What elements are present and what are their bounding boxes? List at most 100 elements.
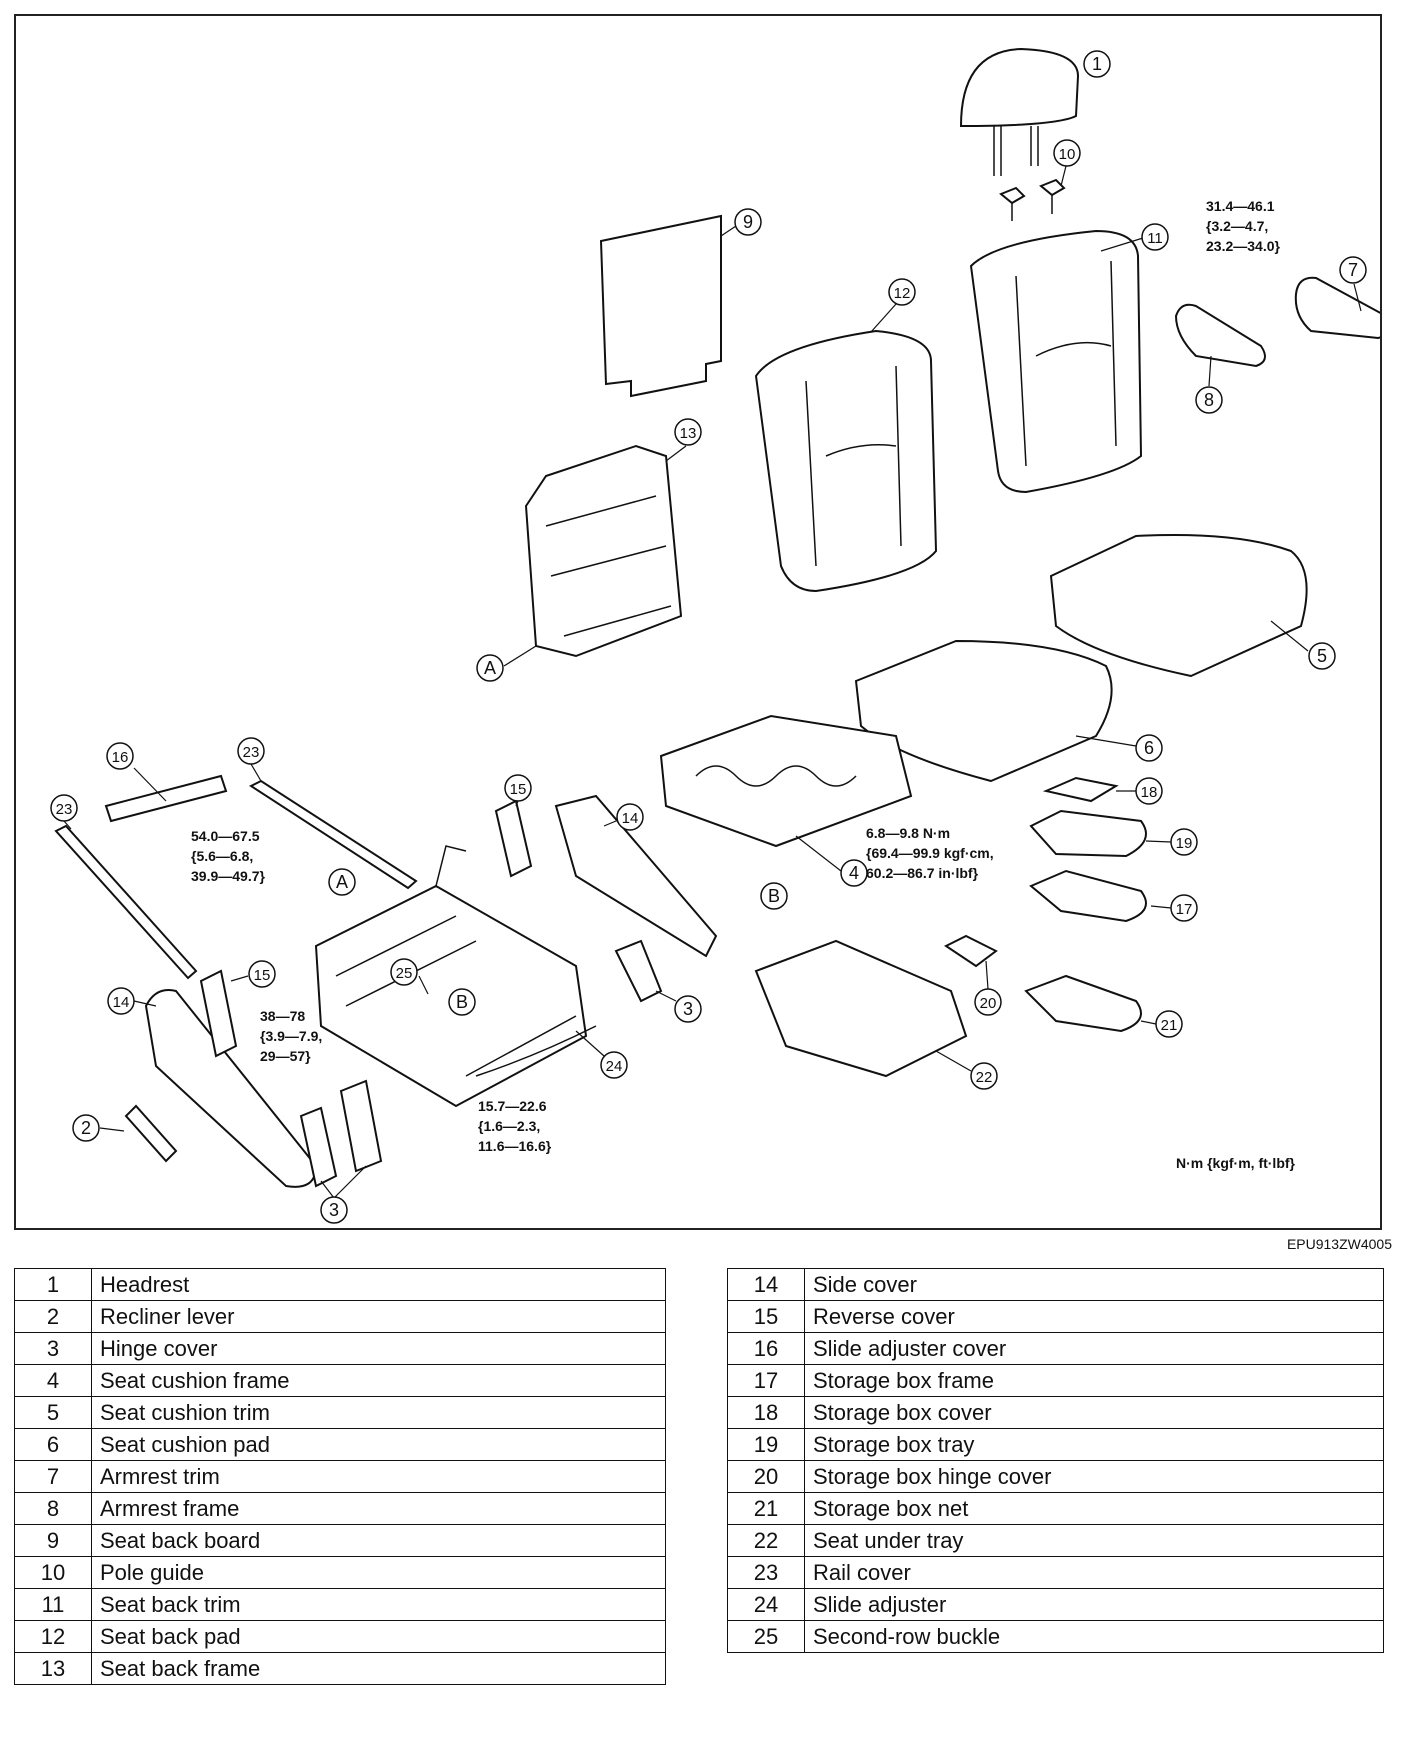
ref-a-base: A [328, 868, 356, 896]
torque-armrest-line1: 31.4—46.1 [1206, 198, 1275, 214]
part-number: 21 [727, 1492, 805, 1525]
callout-8-label: 8 [1204, 390, 1214, 410]
part-number: 20 [727, 1460, 805, 1493]
callout-12: 12 [888, 278, 916, 306]
callout-21: 21 [1155, 1010, 1183, 1038]
callout-15-upper: 15 [504, 774, 532, 802]
torque-adjuster: 15.7—22.6 {1.6—2.3, 11.6—16.6} [478, 1098, 552, 1154]
seat-back-pad [754, 329, 938, 593]
part-number: 14 [727, 1268, 805, 1301]
seat-base-assembly [314, 845, 597, 1108]
seat-under-tray [754, 939, 968, 1078]
part-number: 3 [14, 1332, 92, 1365]
storage-box-net [1024, 974, 1142, 1033]
callout-5-label: 5 [1317, 646, 1327, 666]
callout-11: 11 [1141, 223, 1169, 251]
callout-20-label: 20 [980, 995, 997, 1012]
torque-adjuster-line3: 11.6—16.6} [478, 1138, 552, 1154]
callout-15-lower: 15 [248, 960, 276, 988]
seat-back-trim [969, 229, 1143, 494]
callout-19: 19 [1170, 828, 1198, 856]
callout-10: 10 [1053, 139, 1081, 167]
callout-23-upper-label: 23 [243, 744, 260, 761]
seat-back-board [599, 214, 722, 398]
callout-2-label: 2 [81, 1118, 91, 1138]
part-number: 2 [14, 1300, 92, 1333]
units-note: N·m {kgf·m, ft·lbf} [1176, 1155, 1296, 1171]
torque-hinge-line2: {5.6—6.8, [191, 848, 253, 864]
callout-11-label: 11 [1147, 230, 1163, 247]
part-number: 23 [727, 1556, 805, 1589]
callout-14-right: 14 [616, 803, 644, 831]
callout-23-upper: 23 [237, 737, 265, 765]
torque-storage-line1: 6.8—9.8 N·m [866, 825, 950, 841]
part-name: Storage box cover [804, 1396, 1384, 1429]
callout-17-label: 17 [1176, 901, 1193, 918]
part-name: Seat back board [91, 1524, 666, 1557]
callout-19-label: 19 [1176, 835, 1193, 852]
part-name: Pole guide [91, 1556, 666, 1589]
callout-15-upper-label: 15 [510, 781, 527, 798]
callout-13: 13 [674, 418, 702, 446]
part-name: Storage box net [804, 1492, 1384, 1525]
callout-3-right: 3 [674, 995, 702, 1023]
callout-22-label: 22 [976, 1069, 993, 1086]
callout-16-label: 16 [112, 749, 129, 766]
part-name: Second-row buckle [804, 1620, 1384, 1653]
part-number: 11 [14, 1588, 92, 1621]
ref-a-seatback-label: A [484, 658, 496, 678]
part-number: 13 [14, 1652, 92, 1685]
storage-box-tray [1029, 809, 1147, 858]
torque-frame-line3: 29—57} [260, 1048, 311, 1064]
slide-adjuster-cover [104, 774, 228, 823]
side-cover-right [554, 794, 718, 958]
torque-frame: 38—78 {3.9—7.9, 29—57} [260, 1008, 322, 1064]
part-number: 7 [14, 1460, 92, 1493]
rail-cover-upper [248, 779, 418, 890]
part-name: Headrest [91, 1268, 666, 1301]
callout-23-left: 23 [50, 794, 78, 822]
part-name: Storage box tray [804, 1428, 1384, 1461]
callout-12-label: 12 [894, 285, 911, 302]
part-name: Seat cushion pad [91, 1428, 666, 1461]
callout-3-right-label: 3 [683, 999, 693, 1019]
part-name: Armrest frame [91, 1492, 666, 1525]
torque-adjuster-line1: 15.7—22.6 [478, 1098, 547, 1114]
ref-b-base-label: B [456, 992, 468, 1012]
callout-3-lower-label: 3 [329, 1200, 339, 1220]
hinge-cover-lower [299, 1106, 338, 1188]
part-number: 1 [14, 1268, 92, 1301]
recliner-lever [124, 1104, 178, 1163]
part-number: 4 [14, 1364, 92, 1397]
seat-back-frame [524, 444, 683, 658]
pole-guides [999, 178, 1066, 221]
callout-14-left: 14 [107, 987, 135, 1015]
reverse-cover-lower [199, 969, 238, 1058]
torque-armrest-line2: {3.2—4.7, [1206, 218, 1268, 234]
part-number: 6 [14, 1428, 92, 1461]
ref-a-base-label: A [336, 872, 348, 892]
hinge-cover-right [614, 939, 663, 1003]
diagram-drawing: 1 10 9 12 11 7 8 13 5 6 18 19 4 17 20 21… [50, 47, 1380, 1224]
torque-adjuster-line2: {1.6—2.3, [478, 1118, 540, 1134]
torque-storage-line2: {69.4—99.9 kgf·cm, [866, 845, 994, 861]
callout-9-label: 9 [743, 212, 753, 232]
ref-b-base: B [448, 988, 476, 1016]
part-number: 9 [14, 1524, 92, 1557]
part-number: 24 [727, 1588, 805, 1621]
callout-14-left-label: 14 [113, 994, 130, 1011]
storage-box-cover [1042, 776, 1119, 803]
part-name: Storage box frame [804, 1364, 1384, 1397]
torque-armrest: 31.4—46.1 {3.2—4.7, 23.2—34.0} [1206, 198, 1280, 254]
callout-25-label: 25 [396, 965, 413, 982]
